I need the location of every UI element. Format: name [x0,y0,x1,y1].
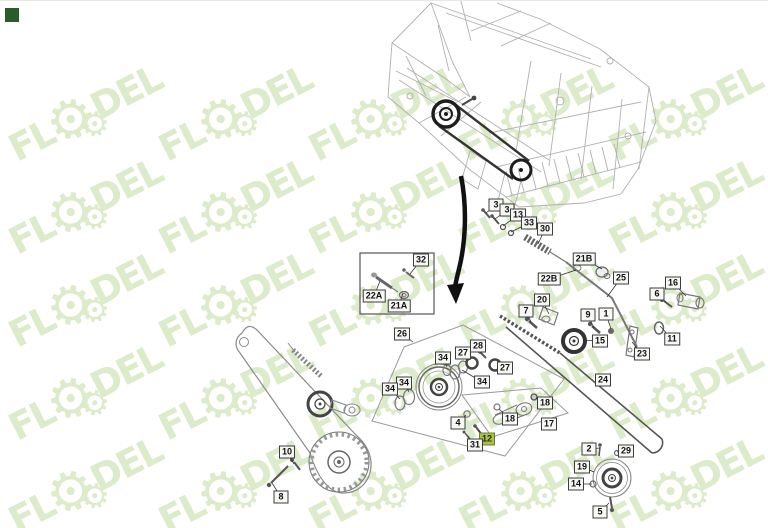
frame-pulley-lower [509,158,533,182]
callout-label-19: 19 [573,460,591,474]
corner-marker [5,8,19,22]
callout-label-33: 33 [520,216,538,230]
frame-pulley-upper [431,99,461,129]
callout-label-21b: 21B [572,252,596,266]
rod-25 [565,261,638,348]
callout-label-34: 34 [381,382,399,396]
callout-label-18: 18 [536,396,554,410]
callout-label-34: 34 [395,376,413,390]
callout-label-4: 4 [450,416,466,430]
callout-label-9: 9 [580,308,596,322]
callout-label-23: 23 [633,347,651,361]
callout-label-30: 30 [536,222,554,236]
callout-label-24: 24 [594,373,612,387]
frame-belt-drive [431,95,533,182]
bottom-pulley-group [589,443,632,512]
callout-label-11: 11 [664,332,680,346]
idler-pulley-15 [561,328,587,354]
callout-label-18: 18 [501,412,519,426]
callout-label-34: 34 [473,375,491,389]
callout-label-8: 8 [273,490,289,504]
callout-label-25: 25 [612,271,630,285]
callout-label-21a: 21A [387,299,411,313]
callout-label-10: 10 [278,445,296,459]
long-belt-24 [499,314,664,454]
callout-label-28: 28 [469,339,487,353]
callout-label-20: 20 [533,293,551,307]
callout-label-22a: 22A [362,289,386,303]
callout-label-31: 31 [466,438,484,452]
tensioner-spring-parts [481,208,638,348]
pulley-assembly-box [371,324,569,457]
callout-label-17: 17 [540,417,558,431]
down-arrow-icon [447,175,468,304]
callout-label-29: 29 [617,444,635,458]
callout-label-5: 5 [592,505,608,519]
callout-label-22b: 22B [537,272,561,286]
left-belt-assembly [235,325,372,494]
callout-label-15: 15 [591,334,609,348]
callout-label-34: 34 [434,351,452,365]
callout-label-14: 14 [567,477,585,491]
callout-label-2: 2 [581,442,597,456]
callout-label-26: 26 [393,327,411,341]
callout-label-16: 16 [664,276,682,290]
callout-label-6: 6 [649,287,665,301]
callout-label-7: 7 [518,304,534,318]
callout-label-1: 1 [598,307,614,321]
callout-label-32: 32 [412,253,430,267]
callout-label-27: 27 [454,346,472,360]
callout-label-27: 27 [496,361,514,375]
